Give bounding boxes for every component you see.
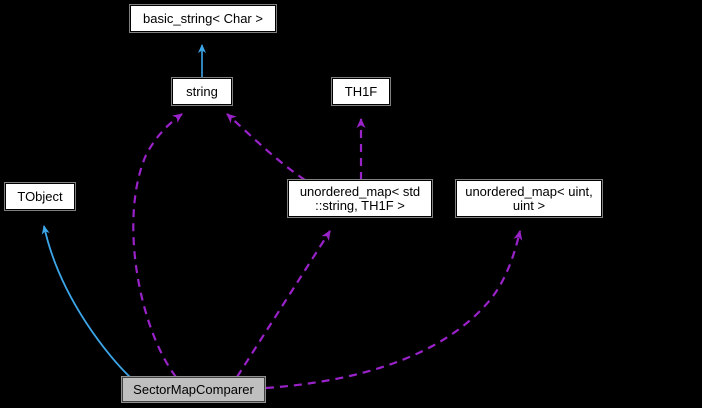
node-string[interactable]: string <box>171 77 233 106</box>
node-sectormapcomparer[interactable]: SectorMapComparer <box>121 376 266 403</box>
node-tobject[interactable]: TObject <box>4 182 76 211</box>
node-label: unordered_map< std ::string, TH1F > <box>299 183 421 213</box>
edge-umap-string-th1f-to-string <box>226 113 306 181</box>
edge-sectormapcomparer-to-string <box>132 113 183 378</box>
node-label: unordered_map< uint, uint > <box>465 183 593 213</box>
node-label: TH1F <box>344 83 378 99</box>
node-unordered-map-uint-uint[interactable]: unordered_map< uint, uint > <box>455 179 603 218</box>
node-th1f[interactable]: TH1F <box>331 77 391 106</box>
node-label: basic_string< Char > <box>143 10 263 26</box>
node-unordered-map-string-th1f[interactable]: unordered_map< std ::string, TH1F > <box>287 179 433 218</box>
edge-sectormapcomparer-to-tobject <box>41 225 131 378</box>
edge-sectormapcomparer-to-umap-uint-uint <box>265 230 523 390</box>
edge-sectormapcomparer-to-umap-string-th1f <box>236 230 331 378</box>
node-basic-string[interactable]: basic_string< Char > <box>129 4 277 33</box>
node-label: string <box>186 83 218 99</box>
node-label: SectorMapComparer <box>133 381 254 397</box>
node-label: TObject <box>17 188 63 204</box>
